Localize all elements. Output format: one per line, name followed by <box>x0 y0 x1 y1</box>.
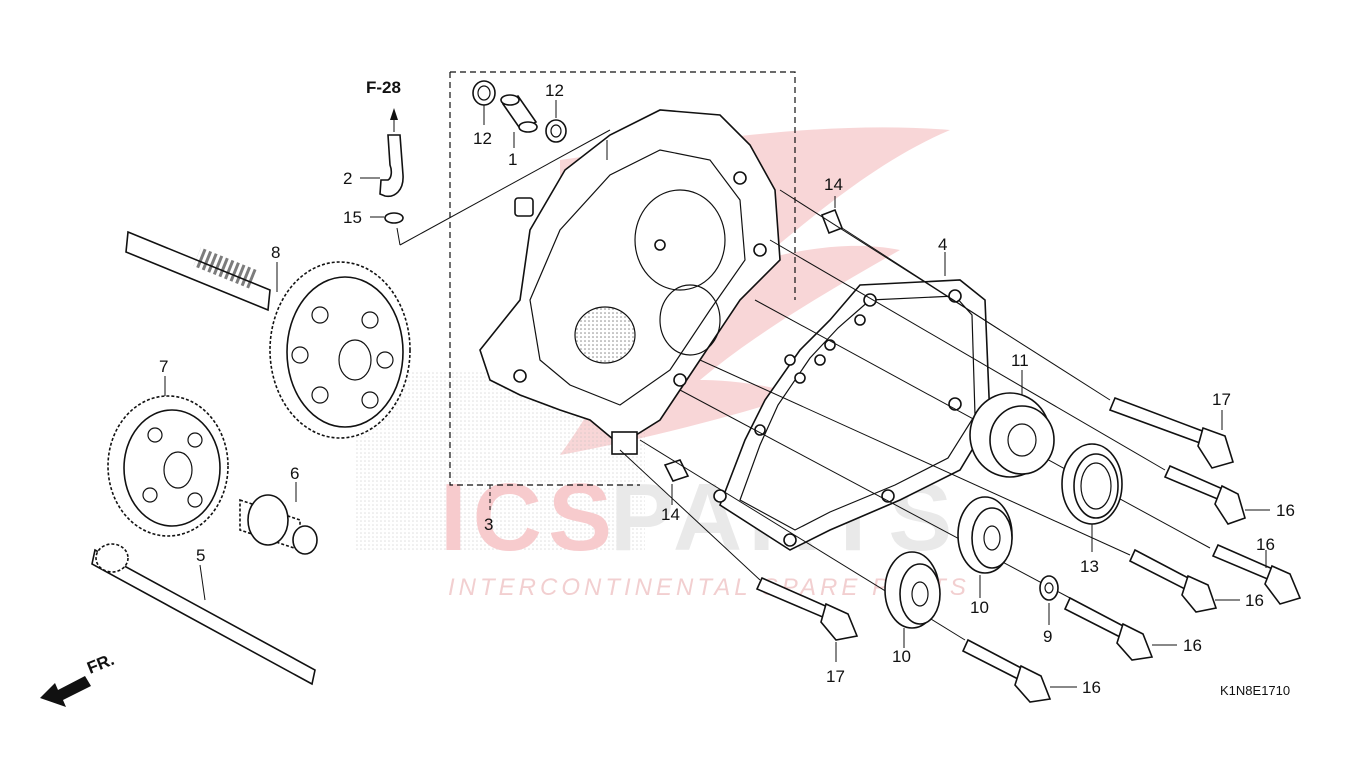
front-label: FR. <box>84 650 117 678</box>
final-gear <box>107 376 229 537</box>
ball-bearing-left <box>884 551 941 648</box>
callout-10-right: 10 <box>970 598 989 617</box>
oil-seal-large <box>1061 443 1123 552</box>
callout-labels: 1 2 3 4 5 6 7 8 9 10 10 11 12 12 13 14 1… <box>159 81 1295 697</box>
callout-14-upper: 14 <box>824 175 843 194</box>
callout-14-lower: 14 <box>661 505 680 524</box>
callout-16-e: 16 <box>1082 678 1101 697</box>
tube-clip <box>370 129 611 246</box>
flange-bolt-16-c <box>1128 548 1240 613</box>
callout-7: 7 <box>159 357 168 376</box>
callout-16-b: 16 <box>1256 535 1275 554</box>
callout-11: 11 <box>1011 351 1029 370</box>
oil-seal-upper-right <box>545 100 567 143</box>
callout-12-right: 12 <box>545 81 564 100</box>
flange-bolt-16-b <box>1211 543 1302 605</box>
callout-16-c: 16 <box>1245 591 1264 610</box>
callout-2: 2 <box>343 169 352 188</box>
callout-4: 4 <box>938 235 947 254</box>
front-direction-arrow: FR. <box>40 650 117 707</box>
callout-16-d: 16 <box>1183 636 1202 655</box>
flange-bolt-16-d <box>1063 596 1177 661</box>
watermark-brand-ics: ICS <box>440 464 618 571</box>
flange-bolt-17-lower <box>755 576 859 662</box>
final-shaft <box>91 543 316 686</box>
countershaft-small-gear <box>239 482 318 555</box>
callout-5: 5 <box>196 546 205 565</box>
crankcase-group-box <box>449 71 796 512</box>
flange-bolt-16-e <box>961 638 1077 703</box>
callout-17-lower: 17 <box>826 667 845 686</box>
callout-9: 9 <box>1043 627 1052 646</box>
callout-8: 8 <box>271 243 280 262</box>
callout-13: 13 <box>1080 557 1099 576</box>
callout-3: 3 <box>484 515 493 534</box>
collar <box>500 94 538 148</box>
reference-label: F-28 <box>366 78 401 97</box>
countershaft-gear <box>125 230 411 439</box>
callout-10-left: 10 <box>892 647 911 666</box>
callout-12-left: 12 <box>473 129 492 148</box>
bearing-large <box>969 370 1055 478</box>
diagram-code: K1N8E1710 <box>1220 683 1290 698</box>
callout-6: 6 <box>290 464 299 483</box>
callout-17-upper: 17 <box>1212 390 1231 409</box>
washer <box>1039 575 1059 625</box>
oil-seal-upper-left <box>472 80 496 125</box>
transmission-case <box>479 109 781 455</box>
callout-15: 15 <box>343 208 362 227</box>
flange-bolt-17-upper <box>1108 396 1235 469</box>
breather-tube: F-28 <box>360 78 404 198</box>
ball-bearing-right <box>957 496 1013 598</box>
flange-bolt-16-a <box>1163 464 1270 525</box>
callout-1: 1 <box>508 150 517 169</box>
callout-16-a: 16 <box>1276 501 1295 520</box>
